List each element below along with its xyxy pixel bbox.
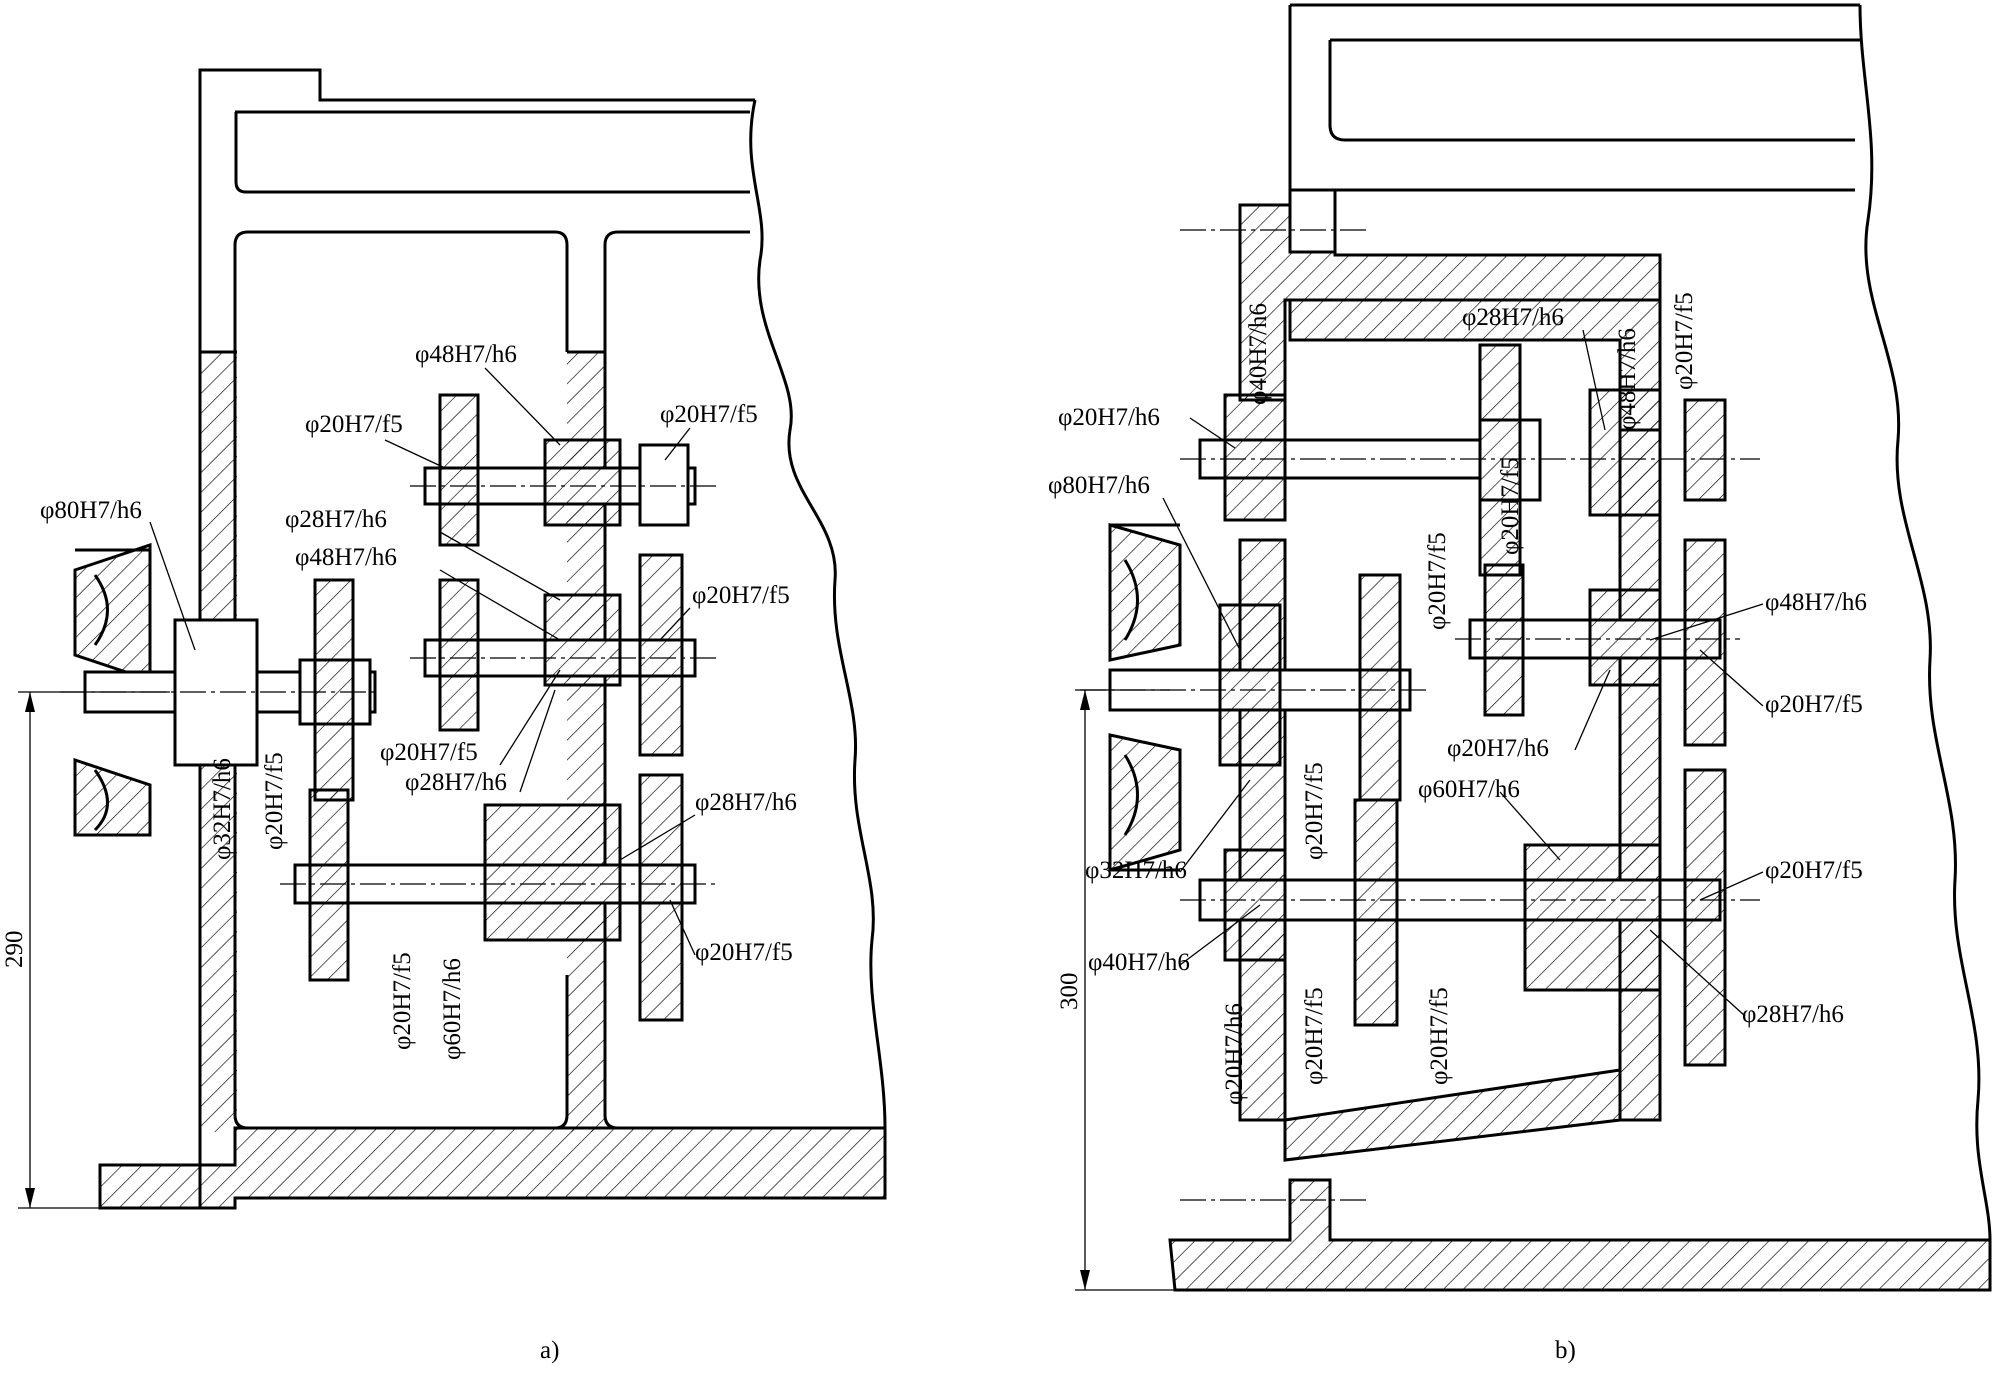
fit-label: φ28H7/h6 (1742, 1001, 1844, 1028)
fit-label: φ20H7/f5 (1671, 292, 1698, 390)
fit-label: φ28H7/h6 (285, 506, 387, 533)
panel-b: 300 φ20H7/h6 φ40H7/h6 φ28H7/h6 φ48H7/h6 … (1048, 3, 1992, 1364)
centerlines-b (1080, 229, 1760, 1201)
fit-label: φ48H7/h6 (1614, 328, 1641, 430)
fit-label: φ20H7/f5 (389, 952, 416, 1050)
fit-label: φ20H7/f5 (261, 752, 288, 850)
fit-label: φ20H7/h6 (1447, 735, 1549, 762)
fit-label: φ20H7/h6 (1221, 1003, 1248, 1105)
fit-label: φ48H7/h6 (1765, 589, 1867, 616)
fit-label: φ60H7/h6 (1418, 776, 1520, 803)
caption-a: a) (540, 1337, 559, 1364)
fit-label: φ32H7/h6 (209, 758, 236, 860)
leaders-b (1162, 329, 1764, 1017)
dimension-300: 300 (1056, 973, 1083, 1011)
panel-a: 290 φ80H7/h6 φ32H7/h6 φ20H7/f5 φ48H7/h6 … (1, 68, 887, 1364)
fit-label: φ20H7/f5 (1426, 987, 1453, 1085)
fit-label: φ32H7/h6 (1085, 857, 1187, 884)
caption-b: b) (1555, 1337, 1576, 1364)
fit-label: φ80H7/h6 (40, 497, 142, 524)
fit-label: φ20H7/f5 (692, 582, 790, 609)
fit-label: φ28H7/h6 (1462, 304, 1564, 331)
fit-label: φ20H7/f5 (1765, 857, 1863, 884)
fit-label: φ20H7/f5 (1301, 762, 1328, 860)
fit-label: φ60H7/h6 (439, 958, 466, 1060)
fit-label: φ20H7/f5 (1424, 532, 1451, 630)
fit-label: φ20H7/f5 (660, 401, 758, 428)
fit-labels-b: φ20H7/h6 φ40H7/h6 φ28H7/h6 φ48H7/h6 φ20H… (1048, 292, 1867, 1105)
dimension-b: 300 (1056, 689, 1175, 1291)
fit-label: φ48H7/h6 (295, 544, 397, 571)
fit-label: φ20H7/f5 (380, 739, 478, 766)
leaders-a (149, 367, 696, 956)
fit-label: φ40H7/h6 (1245, 303, 1272, 405)
pulley-b (1108, 523, 1182, 872)
fit-label: φ40H7/h6 (1088, 949, 1190, 976)
fit-label: φ28H7/h6 (405, 769, 507, 796)
fit-label: φ20H7/f5 (1497, 457, 1524, 555)
fit-label: φ20H7/f5 (305, 411, 403, 438)
fit-label: φ20H7/f5 (695, 939, 793, 966)
fit-label: φ48H7/h6 (415, 341, 517, 368)
fit-label: φ80H7/h6 (1048, 472, 1150, 499)
dimension-a: 290 (1, 691, 170, 1209)
fit-label: φ20H7/f5 (1765, 691, 1863, 718)
fit-label: φ20H7/f5 (1301, 987, 1328, 1085)
fit-labels-a: φ80H7/h6 φ32H7/h6 φ20H7/f5 φ48H7/h6 φ20H… (40, 341, 797, 1060)
dimension-290: 290 (1, 931, 28, 969)
fit-label: φ20H7/h6 (1058, 404, 1160, 431)
fit-label: φ28H7/h6 (695, 789, 797, 816)
